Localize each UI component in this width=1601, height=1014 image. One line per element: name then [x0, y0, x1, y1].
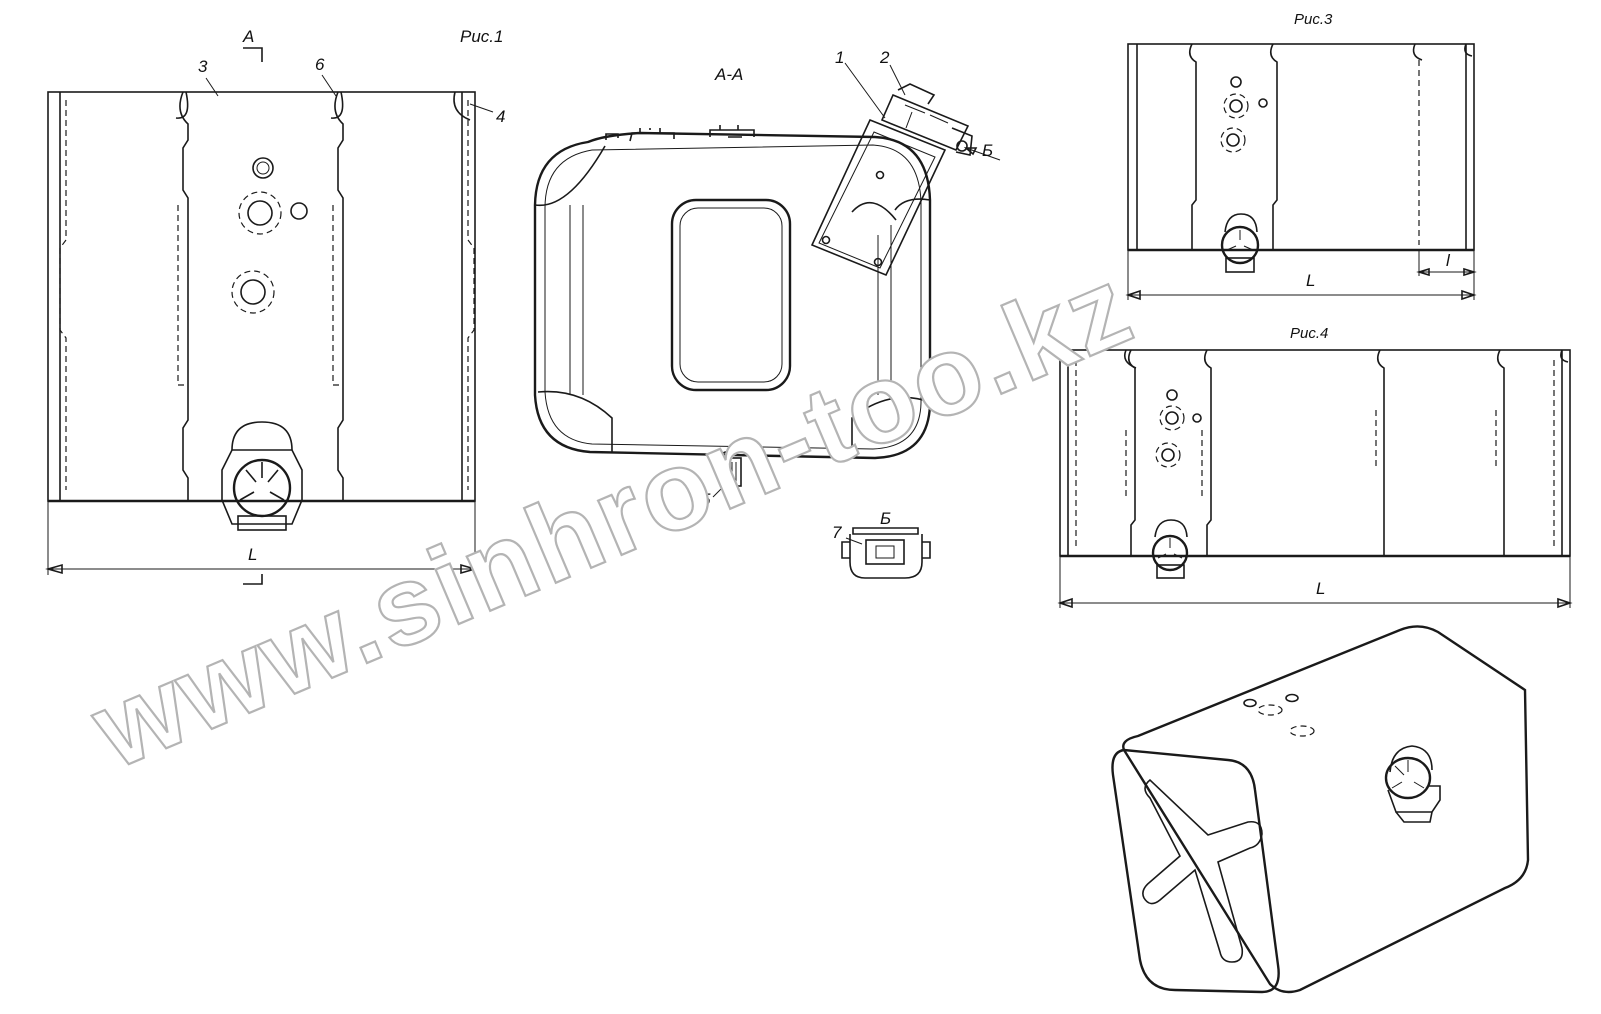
fig1-dimension-label: L: [248, 545, 257, 564]
callout-7: 7: [832, 523, 842, 542]
fig3-dimension-label: L: [1306, 271, 1315, 290]
fig4-strap-fourth: [1496, 349, 1505, 556]
view-b: Б 7: [832, 509, 931, 579]
fig1-filler-cap: [221, 421, 303, 531]
fig4-strap-left: [1127, 349, 1136, 556]
inspection-window: [670, 198, 792, 392]
section-mark-bottom: [243, 574, 263, 585]
drain-boss: [713, 449, 757, 459]
view-b-caption: Б: [880, 509, 891, 528]
figure-1: L А 3 6 4 Рис.1: [45, 27, 505, 585]
fig1-flange-upper: [238, 191, 282, 235]
corner-top-left: [534, 145, 606, 207]
watermark: www.sinhron-too.kz: [75, 242, 1150, 793]
fig3-offset-label: l: [1446, 251, 1451, 270]
callout-2: 2: [879, 48, 890, 67]
fig4-dimension-label: L: [1316, 579, 1325, 598]
fig3-filler-cap: [1224, 213, 1258, 233]
fig4-tank-outline: [1059, 349, 1571, 557]
callout-5: 5: [701, 490, 711, 509]
drain-plug: [723, 457, 742, 487]
fig3-strap-right: [1269, 43, 1278, 250]
view-mark-label: Б: [982, 141, 993, 160]
callout-1: 1: [835, 48, 844, 67]
end-face-stiffener: [1142, 778, 1263, 963]
filler-neck-assembly: [810, 83, 973, 277]
view-b-body: [849, 534, 923, 579]
view-b-latch: [865, 539, 905, 565]
section-mark-top: [243, 47, 263, 62]
fig1-flange-lower: [231, 270, 275, 314]
fig1-strap-left: [179, 91, 189, 501]
fig1-sender-port: [252, 157, 274, 179]
fig1-caption: Рис.1: [460, 27, 503, 46]
figure-4: Рис.4 L: [1057, 325, 1573, 609]
callout-4: 4: [496, 107, 505, 126]
fig4-filler-cap: [1154, 519, 1188, 538]
fig1-strap-right: [334, 91, 344, 501]
fig4-strap-right: [1203, 349, 1212, 556]
section-a-a: А-А 5: [533, 48, 1001, 509]
figure-3: Рис.3 L l: [1125, 11, 1477, 301]
fig3-tank-outline: [1127, 43, 1475, 251]
fig3-caption: Рис.3: [1294, 11, 1333, 28]
callout-6: 6: [315, 55, 325, 74]
fig4-caption: Рис.4: [1290, 325, 1328, 342]
tank-isometric-body: [1122, 625, 1530, 994]
isometric-filler-cap: [1384, 745, 1441, 823]
fig1-tank-outline: [47, 91, 476, 502]
isometric-view: [1111, 625, 1530, 994]
fig4-strap-third: [1376, 349, 1385, 556]
tank-cross-section: [533, 131, 932, 460]
section-mark-label: А: [242, 27, 254, 46]
fig3-strap-left: [1188, 43, 1197, 250]
callout-3: 3: [198, 57, 208, 76]
section-caption: А-А: [714, 65, 743, 84]
